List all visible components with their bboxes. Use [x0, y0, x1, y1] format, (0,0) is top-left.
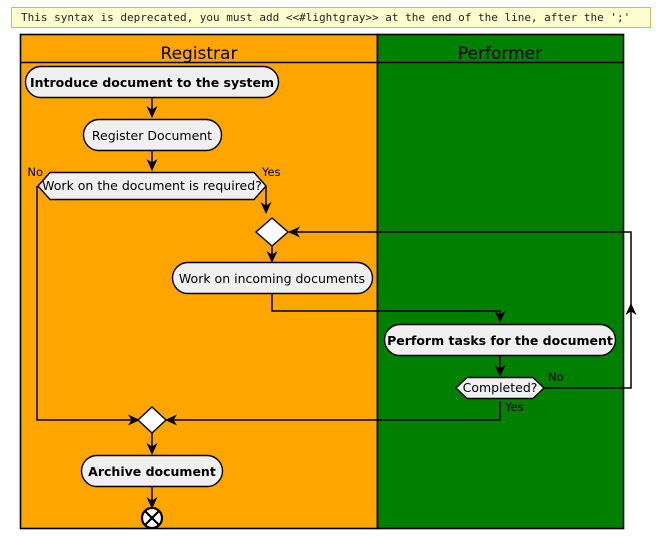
- node-end-circle-cross: [140, 506, 164, 530]
- arrowhead-decision-in: [146, 159, 158, 171]
- swimlane-performer-title: Performer: [458, 44, 542, 64]
- node-register-document-shape[interactable]: [82, 118, 223, 152]
- node-work-required-decision[interactable]: Work on the document is required? No Yes: [27, 165, 281, 201]
- node-merge-work: [254, 217, 290, 247]
- arrowhead-feedback-riser-up: [625, 303, 637, 315]
- arrowhead-merge-work-in: [260, 202, 272, 214]
- edge-label-work-required-no: No: [27, 165, 43, 179]
- edge-decision-no-to-merge-archive: [36, 186, 139, 421]
- arrowhead-archive-in: [146, 443, 158, 455]
- node-completed-decision-shape[interactable]: [454, 376, 546, 400]
- node-merge-archive: [136, 406, 168, 434]
- node-work-required-decision-shape[interactable]: [37, 171, 267, 201]
- node-work-incoming-documents-shape[interactable]: [171, 261, 374, 295]
- edge-label-completed-yes: Yes: [504, 400, 524, 414]
- node-archive-document-label: Archive document: [88, 464, 216, 479]
- node-introduce-document[interactable]: Introduce document to the system: [24, 65, 280, 99]
- node-merge-archive-shape: [136, 406, 168, 434]
- node-archive-document-shape[interactable]: [80, 454, 224, 488]
- arrowhead-merge-archive-left-in: [128, 414, 140, 426]
- arrowhead-register-in: [146, 106, 158, 118]
- edge-label-work-required-yes: Yes: [261, 165, 281, 179]
- node-completed-decision[interactable]: Completed? No Yes: [454, 370, 564, 414]
- deprecation-warning-text: This syntax is deprecated, you must add …: [21, 11, 631, 24]
- node-merge-work-shape: [254, 217, 290, 247]
- node-perform-tasks-label: Perform tasks for the document: [387, 333, 613, 348]
- arrowhead-perform-tasks-in: [494, 311, 506, 323]
- node-perform-tasks-shape[interactable]: [383, 323, 617, 357]
- node-work-incoming-documents[interactable]: Work on incoming documents: [171, 261, 374, 295]
- node-completed-decision-label: Completed?: [463, 380, 538, 395]
- node-register-document[interactable]: Register Document: [82, 118, 223, 152]
- arrowhead-merge-archive-right-in: [165, 414, 177, 426]
- swimlane-registrar-title: Registrar: [161, 44, 238, 64]
- deprecation-warning-banner: This syntax is deprecated, you must add …: [11, 7, 651, 28]
- node-work-incoming-documents-label: Work on incoming documents: [179, 271, 365, 286]
- node-archive-document[interactable]: Archive document: [80, 454, 224, 488]
- swimlane-performer: Performer: [376, 33, 625, 530]
- node-register-document-label: Register Document: [92, 128, 212, 143]
- node-perform-tasks[interactable]: Perform tasks for the document: [383, 323, 617, 357]
- end-cross-stroke-b: [144, 510, 160, 526]
- arrowhead-merge-work-loop-in: [288, 226, 300, 238]
- arrowhead-completed-in: [494, 365, 506, 377]
- swimlane-performer-body: [376, 33, 625, 530]
- node-introduce-document-label: Introduce document to the system: [30, 75, 274, 90]
- arrowhead-work-incoming-in: [266, 251, 278, 263]
- node-work-required-decision-label: Work on the document is required?: [42, 178, 262, 193]
- arrowhead-end-in: [146, 497, 158, 509]
- node-introduce-document-shape[interactable]: [24, 65, 280, 99]
- edge-completed-yes-to-merge-archive: [166, 401, 501, 421]
- edge-label-completed-no: No: [548, 370, 564, 384]
